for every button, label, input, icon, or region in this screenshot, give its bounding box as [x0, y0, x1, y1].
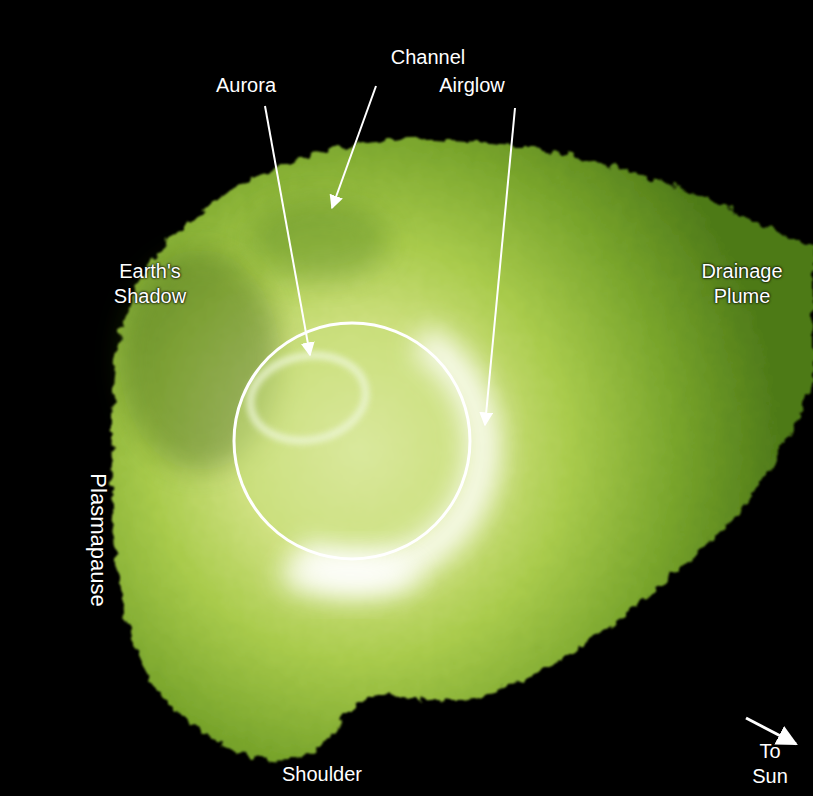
channel-region	[250, 200, 390, 280]
leader-arrow	[265, 106, 310, 355]
region-label: Channel	[391, 45, 466, 70]
feature-label: Aurora	[216, 73, 276, 98]
earth-limb-circle	[234, 323, 470, 559]
earth-disk	[234, 323, 470, 559]
airglow-crescent	[300, 340, 483, 571]
leader-arrow	[485, 108, 515, 425]
direction-label: To Sun	[740, 739, 800, 789]
region-label: Drainage Plume	[687, 259, 797, 309]
feature-label: Shoulder	[282, 762, 362, 787]
plasmasphere	[112, 139, 813, 761]
boundary-label: Plasmapause	[84, 473, 112, 606]
leader-arrow	[332, 86, 376, 208]
region-label: Earth's Shadow	[103, 259, 198, 309]
feature-label: Airglow	[439, 73, 505, 98]
